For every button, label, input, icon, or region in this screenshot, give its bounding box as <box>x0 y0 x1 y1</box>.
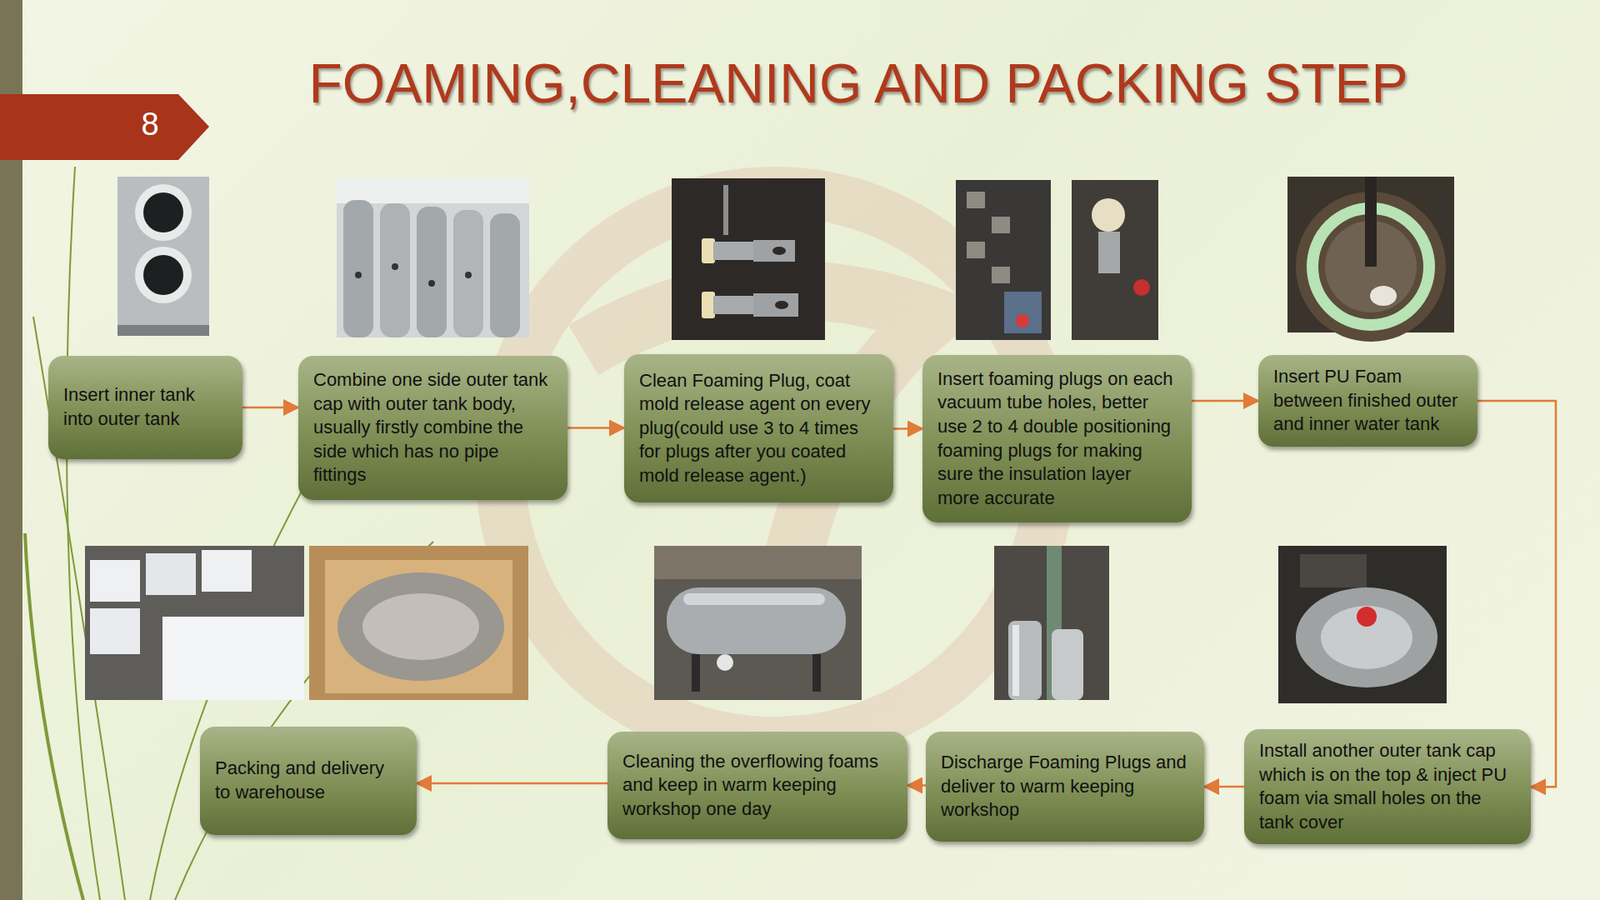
slide-title: FOAMING,CLEANING AND PACKING STEP <box>208 51 1509 115</box>
photo-pu-foam-injection <box>1287 176 1455 342</box>
flow-arrow <box>907 784 926 787</box>
process-box: Packing and delivery to warehouse <box>200 726 417 835</box>
step-text: Insert inner tank into outer tank <box>63 383 228 431</box>
slide-number-tab <box>0 94 210 160</box>
process-box: Cleaning the overflowing foams and keep … <box>607 731 908 840</box>
photo-outer-tanks <box>336 178 530 338</box>
process-box: Discharge Foaming Plugs and deliver to w… <box>925 731 1205 842</box>
step-text: Clean Foaming Plug, coat mold release ag… <box>639 369 879 489</box>
flow-arrow <box>1191 400 1259 403</box>
flow-arrow <box>416 782 608 785</box>
step-text: Discharge Foaming Plugs and deliver to w… <box>940 750 1190 823</box>
step-text: Combine one side outer tank cap with out… <box>313 368 553 488</box>
photo-top-cap-injection <box>1278 545 1447 704</box>
slide-number: 8 <box>133 106 167 143</box>
step-text: Packing and delivery to warehouse <box>215 756 402 805</box>
process-box: Insert foaming plugs on each vacuum tube… <box>922 355 1192 523</box>
flow-arrow <box>893 427 923 430</box>
flow-arrow <box>567 426 625 430</box>
process-box: Insert inner tank into outer tank <box>48 355 243 460</box>
process-box: Insert PU Foam between finished outer an… <box>1258 355 1478 447</box>
step-text: Insert foaming plugs on each vacuum tube… <box>937 367 1177 511</box>
process-box: Clean Foaming Plug, coat mold release ag… <box>624 354 894 503</box>
photo-tank-holes <box>117 176 210 336</box>
photo-foaming-plugs <box>671 178 825 340</box>
photo-cleaned-tank <box>654 545 862 700</box>
step-text: Install another outer tank cap which is … <box>1259 739 1516 835</box>
process-box: Install another outer tank cap which is … <box>1244 729 1531 845</box>
step-text: Insert PU Foam between finished outer an… <box>1273 365 1463 437</box>
process-box: Combine one side outer tank cap with out… <box>298 355 568 500</box>
flow-arrow <box>1204 785 1245 789</box>
flow-arrow <box>242 406 299 410</box>
photo-packed-boxes <box>85 545 529 700</box>
photo-discharged-tanks <box>994 545 1110 700</box>
decorative-curves <box>25 166 434 900</box>
step-text: Cleaning the overflowing foams and keep … <box>622 750 893 822</box>
photo-plugs-inserted <box>955 180 1159 340</box>
